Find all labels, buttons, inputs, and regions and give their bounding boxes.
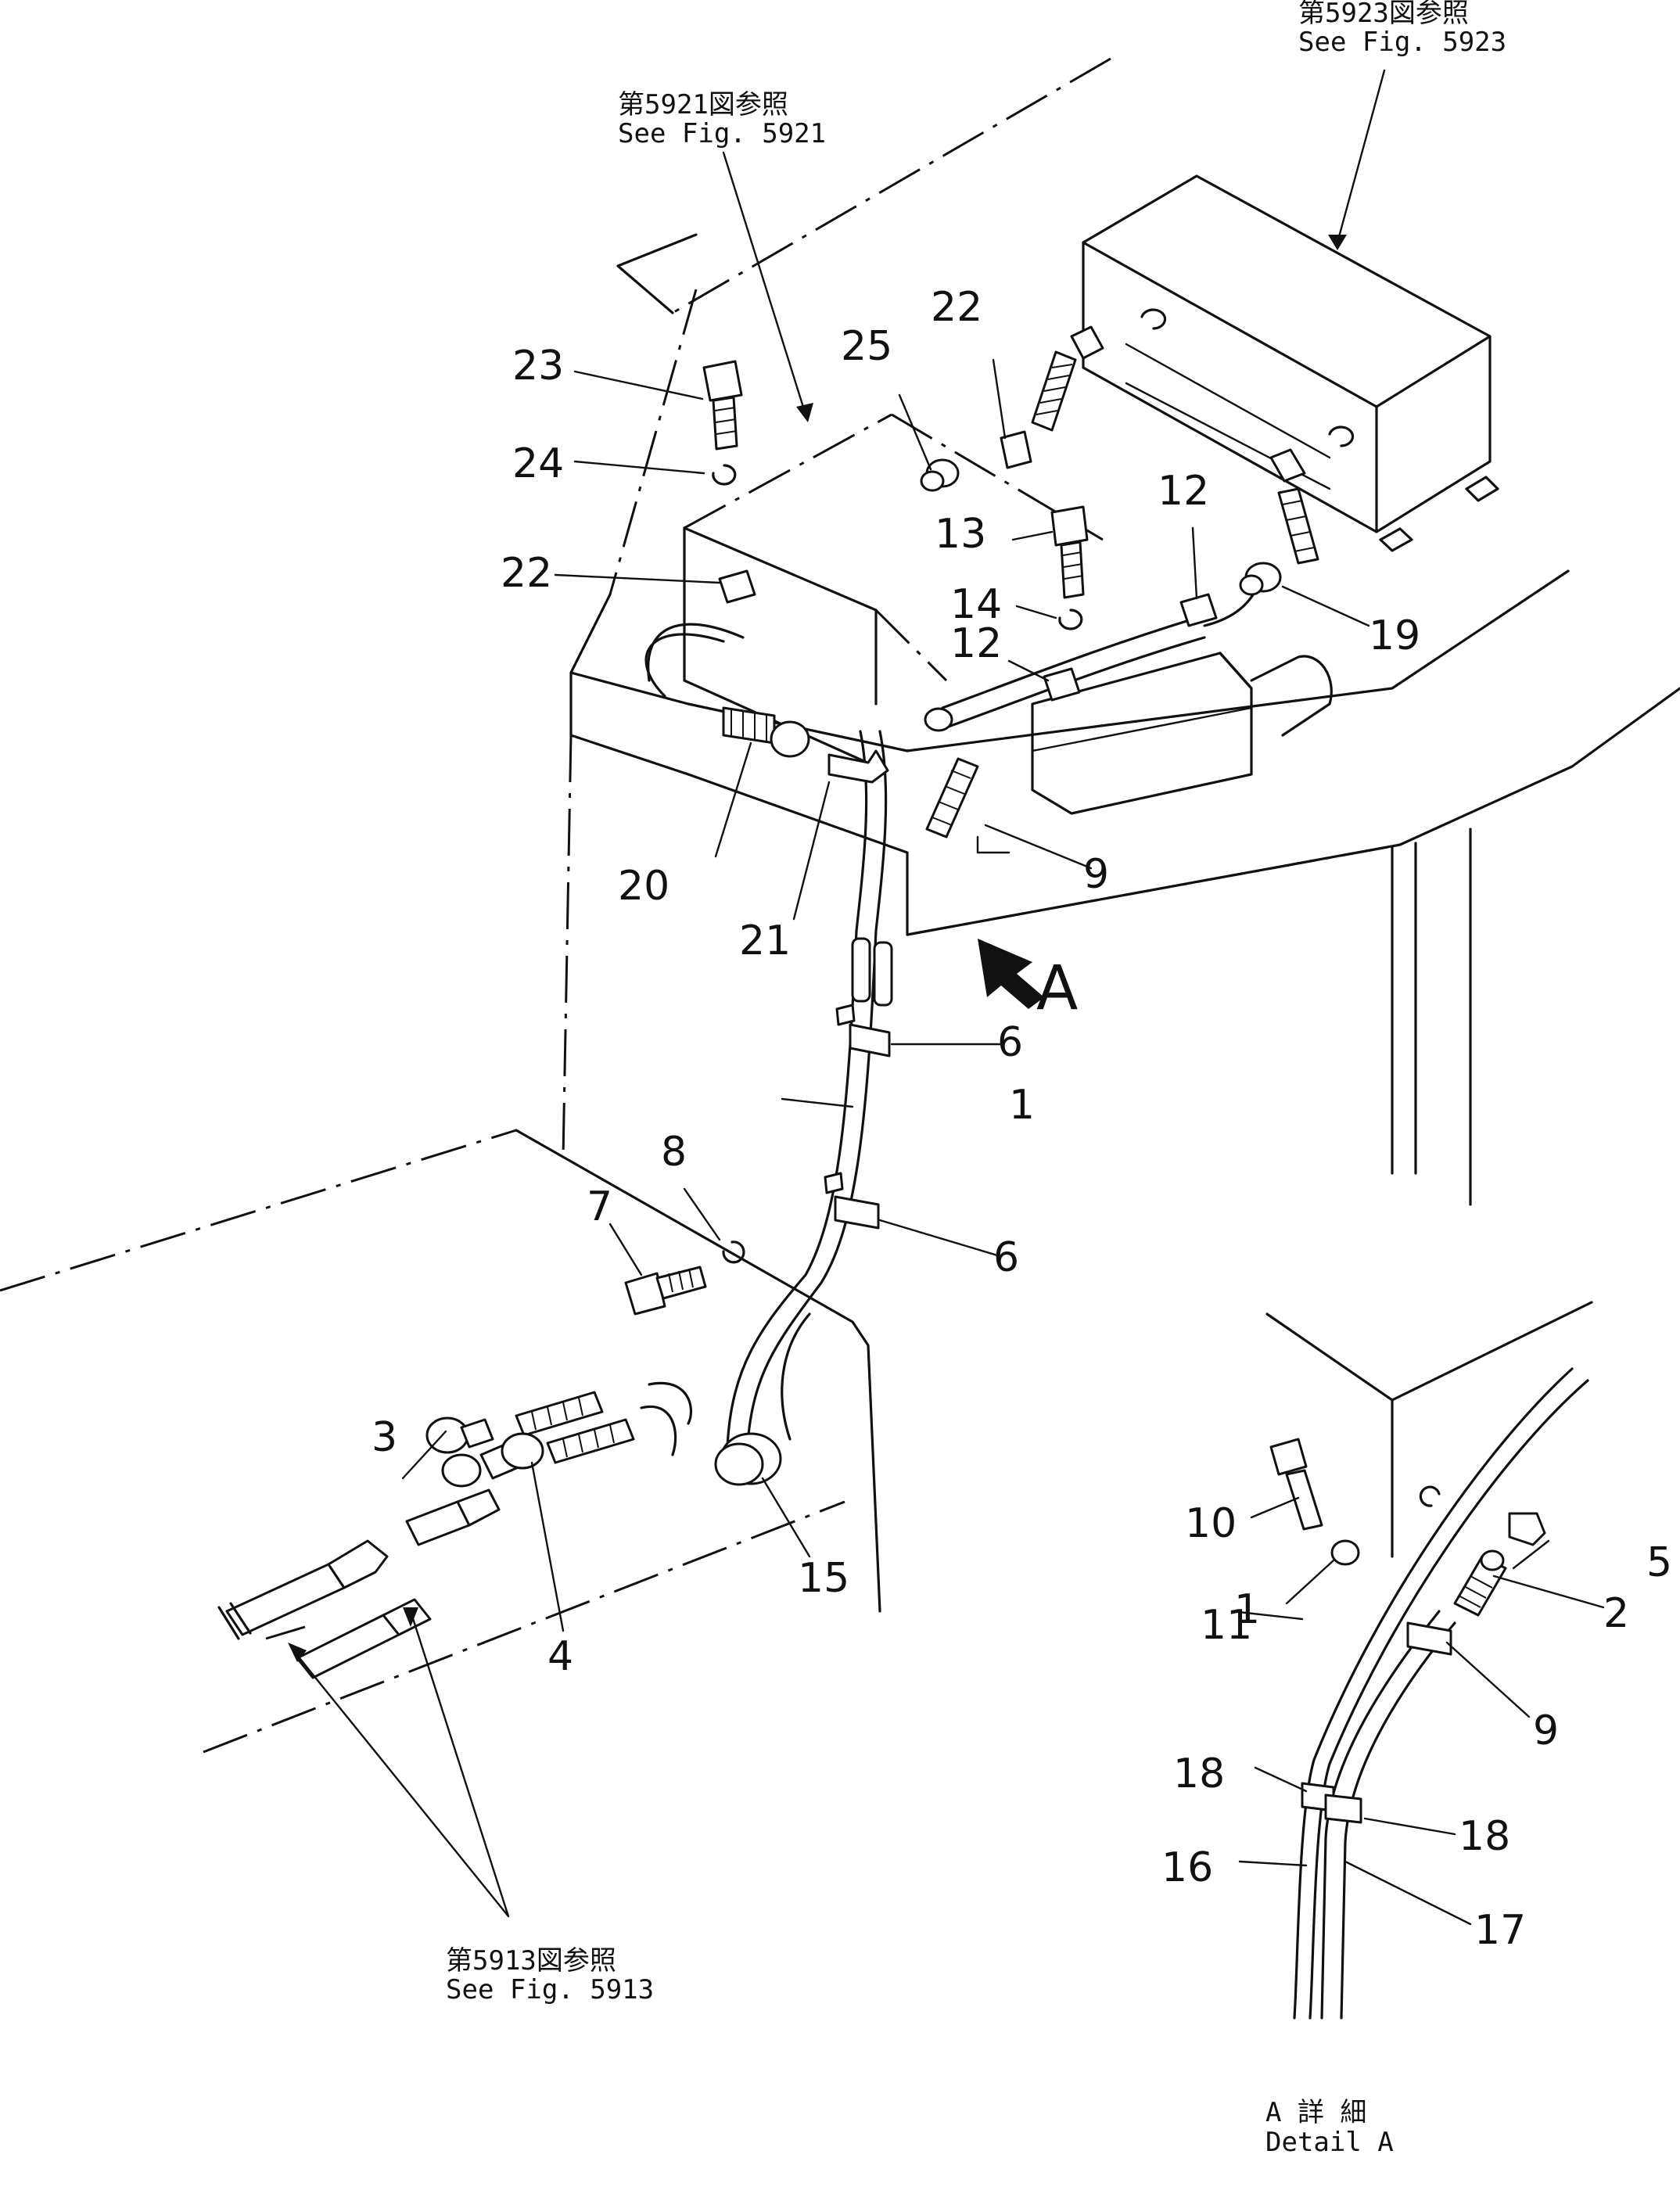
- part-label-6a: 6: [997, 1019, 1023, 1066]
- detail-part-label-1: 1: [1234, 1586, 1260, 1633]
- part-label-4: 4: [547, 1633, 573, 1680]
- part-label-1: 1: [1009, 1082, 1035, 1129]
- part-label-23: 23: [512, 343, 564, 390]
- valve-box: [1082, 174, 1499, 552]
- part-label-14: 14: [950, 581, 1002, 628]
- part-label-10: 10: [1185, 1500, 1237, 1547]
- part-label-19: 19: [1369, 612, 1420, 659]
- part-label-22b: 22: [501, 550, 552, 597]
- part-label-16: 16: [1161, 1844, 1213, 1891]
- part-label-12a: 12: [1158, 468, 1209, 515]
- detail-a-jp: A 詳 細: [1265, 2097, 1366, 2128]
- cab-frame: [0, 57, 1680, 1754]
- part-label-9: 9: [1083, 851, 1109, 898]
- part-label-6b: 6: [993, 1234, 1019, 1281]
- main-hose: [640, 623, 893, 1456]
- part-label-5: 5: [1646, 1539, 1672, 1586]
- upper-hoses: [941, 325, 1319, 729]
- detail-a-en: Detail A: [1265, 2127, 1394, 2158]
- part-label-13: 13: [935, 511, 986, 558]
- ref-5921-en: See Fig. 5921: [618, 118, 826, 149]
- detail-a: [1269, 1367, 1589, 2020]
- part-label-24: 24: [512, 440, 564, 487]
- part-label-18b: 18: [1459, 1813, 1510, 1860]
- part-label-8: 8: [661, 1129, 687, 1176]
- reference-notes: 第5923図参照 See Fig. 5923 第5921図参照 See Fig.…: [446, 0, 1506, 2158]
- ref-5921-jp: 第5921図参照: [618, 89, 788, 120]
- part-label-22a: 22: [931, 284, 982, 331]
- part-label-15: 15: [798, 1555, 849, 1602]
- view-arrow-a: A: [978, 939, 1078, 1024]
- ref-5913-jp: 第5913図参照: [446, 1945, 616, 1977]
- part-label-18a: 18: [1173, 1750, 1225, 1797]
- parts-cluster: [624, 360, 1282, 1486]
- ref-5923-en: See Fig. 5923: [1298, 27, 1506, 58]
- part-label-21: 21: [739, 917, 791, 964]
- part-labels: 1 1 2 3 4 5 6 6 7 8 9 9 10 11 12 12 13 1…: [372, 284, 1672, 1954]
- part-label-11: 11: [1201, 1602, 1252, 1649]
- part-label-3: 3: [372, 1414, 397, 1461]
- detail-part-label-9: 9: [1533, 1707, 1559, 1754]
- view-arrow-label: A: [1036, 953, 1078, 1024]
- lower-fittings: [217, 1391, 635, 1679]
- pump-unit: [1031, 652, 1333, 815]
- part-label-12b: 12: [950, 620, 1002, 667]
- part-label-17: 17: [1474, 1907, 1526, 1954]
- part-label-25: 25: [841, 323, 892, 370]
- leader-lines: [288, 69, 1605, 1926]
- ref-5913-en: See Fig. 5913: [446, 1974, 654, 2005]
- part-label-7: 7: [587, 1183, 612, 1230]
- part-label-2: 2: [1603, 1590, 1629, 1637]
- ref-5923-jp: 第5923図参照: [1298, 0, 1469, 29]
- part-label-20: 20: [618, 863, 669, 910]
